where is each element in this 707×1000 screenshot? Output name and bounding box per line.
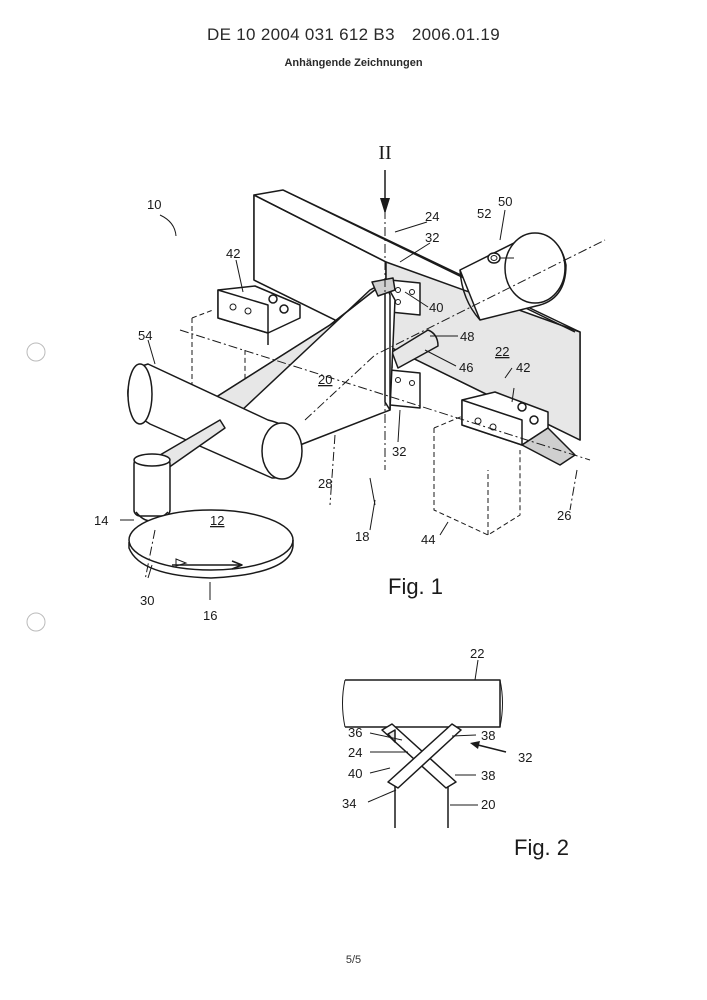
figure-2-caption: Fig. 2 xyxy=(514,835,569,860)
fig2-label-36: 36 xyxy=(348,725,362,740)
label-50: 50 xyxy=(498,194,512,209)
label-16: 16 xyxy=(203,608,217,623)
pin-52 xyxy=(487,252,501,264)
fig2-label-40: 40 xyxy=(348,766,362,781)
label-10: 10 xyxy=(147,197,161,212)
label-46: 46 xyxy=(459,360,473,375)
label-14: 14 xyxy=(94,513,108,528)
bracket-42-left xyxy=(217,285,301,345)
label-12: 12 xyxy=(210,513,224,528)
label-22: 22 xyxy=(495,344,509,359)
label-28: 28 xyxy=(318,476,332,491)
fig2-label-34: 34 xyxy=(342,796,356,811)
fig2-label-24: 24 xyxy=(348,745,362,760)
label-20: 20 xyxy=(318,372,332,387)
label-44: 44 xyxy=(421,532,435,547)
fig2-label-20: 20 xyxy=(481,797,495,812)
page-number: 5/5 xyxy=(345,954,362,966)
section-arrow-II xyxy=(380,170,390,214)
tool-14 xyxy=(133,419,226,522)
plate-22-section xyxy=(345,679,501,728)
fig2-label-32: 32 xyxy=(518,750,532,765)
turntable-12 xyxy=(128,509,294,579)
punch-hole-upper xyxy=(26,342,46,362)
document-header: DE 10 2004 031 612 B3 2006.01.19 xyxy=(0,25,707,45)
leader-lines xyxy=(120,209,515,600)
axis-26b xyxy=(569,469,578,511)
cylinder-50 xyxy=(459,232,567,321)
axis-28 xyxy=(329,434,336,506)
figure-1-caption: Fig. 1 xyxy=(388,574,443,599)
figure-2-drawing: 22 36 24 40 34 38 32 38 20 Fig. 2 xyxy=(342,646,569,860)
figure-1-drawing: II 10 42 24 52 50 32 40 48 22 46 42 54 2… xyxy=(94,142,606,623)
label-32-top: 32 xyxy=(425,230,439,245)
label-42-left: 42 xyxy=(226,246,240,261)
label-18: 18 xyxy=(355,529,369,544)
arm-20-section xyxy=(394,780,449,828)
dashed-housing-44 xyxy=(433,414,521,536)
fig2-label-22: 22 xyxy=(470,646,484,661)
label-24: 24 xyxy=(425,209,439,224)
label-52: 52 xyxy=(477,206,491,221)
axis-26 xyxy=(179,329,591,461)
label-26: 26 xyxy=(557,508,571,523)
label-30: 30 xyxy=(140,593,154,608)
fig2-label-38-bottom: 38 xyxy=(481,768,495,783)
label-42-right: 42 xyxy=(516,360,530,375)
label-32-bottom: 32 xyxy=(392,444,406,459)
label-54: 54 xyxy=(138,328,152,343)
label-40: 40 xyxy=(429,300,443,315)
fig2-label-38-top: 38 xyxy=(481,728,495,743)
label-48: 48 xyxy=(460,329,474,344)
cylinder-54 xyxy=(127,363,303,480)
label-section-II: II xyxy=(378,142,391,164)
bracket-40-lower xyxy=(389,369,421,409)
document-date: 2006.01.19 xyxy=(411,25,500,44)
document-number: DE 10 2004 031 612 B3 xyxy=(207,25,395,44)
punch-hole-lower xyxy=(26,612,46,632)
axis-30 xyxy=(144,529,156,581)
drawings-subtitle: Anhängende Zeichnungen xyxy=(284,57,423,69)
cross-spring-hinge-32 xyxy=(381,723,462,789)
